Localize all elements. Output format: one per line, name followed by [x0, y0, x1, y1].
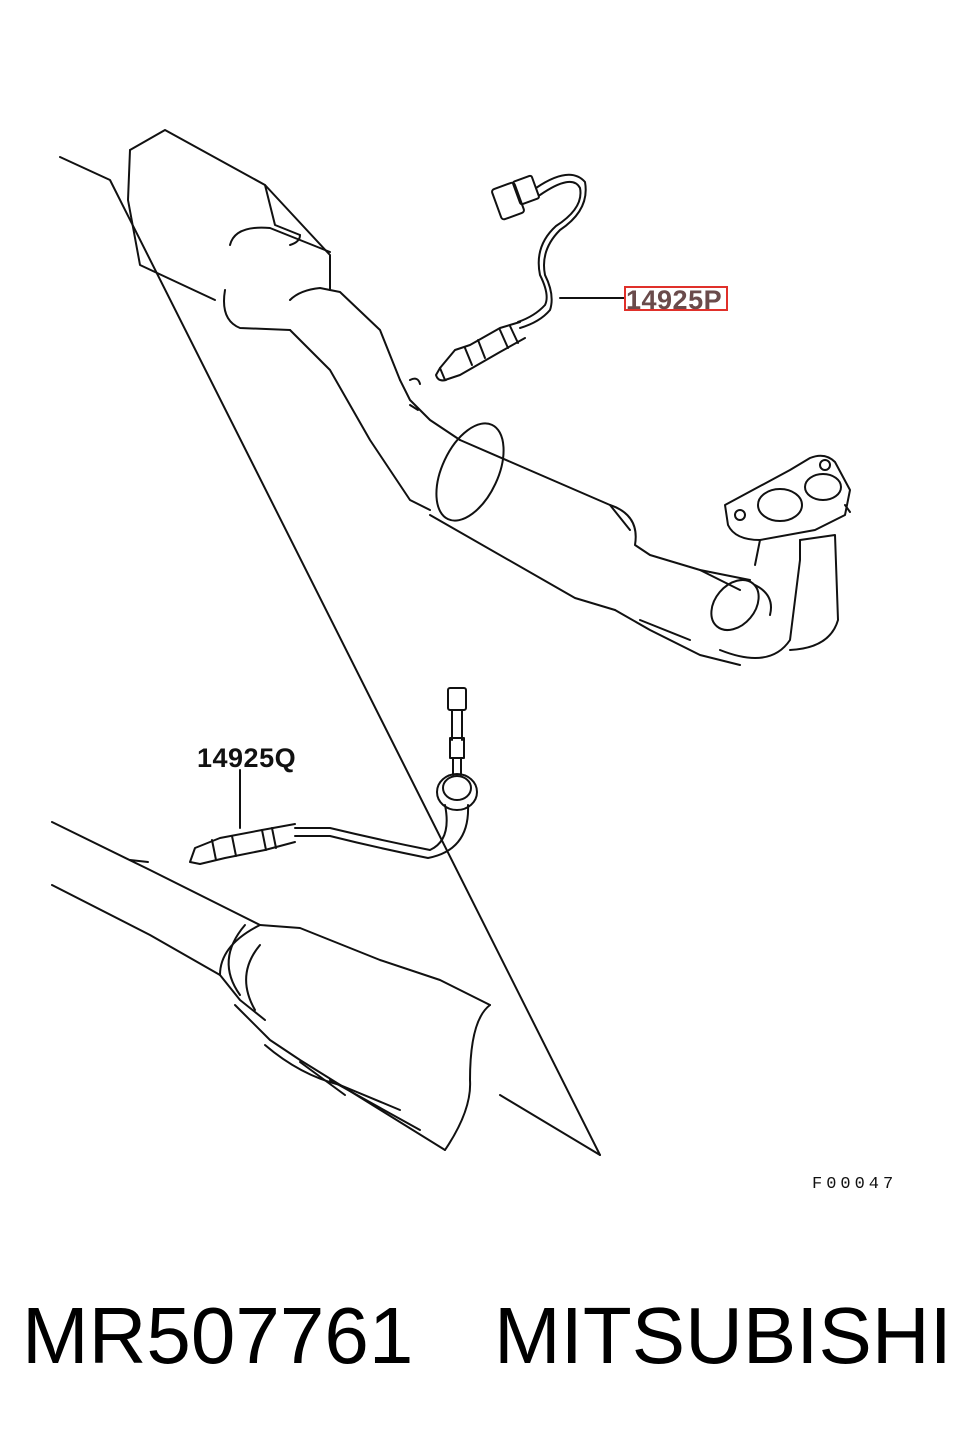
- highlight-box-14925P: [624, 286, 728, 311]
- part-number: MR507761: [22, 1291, 414, 1380]
- callout-label-14925Q: 14925Q: [197, 743, 297, 773]
- underbody-outline: [59, 156, 601, 1156]
- callout-label-14925P: 14925P: [626, 285, 723, 315]
- brand-name: MITSUBISHI: [494, 1291, 952, 1380]
- downstream-oxygen-sensor: [189, 687, 478, 865]
- exhaust-oxygen-sensor-diagram: [51, 129, 851, 1156]
- upstream-oxygen-sensor: [435, 173, 587, 382]
- rear-exhaust-pipe: [51, 821, 491, 1151]
- manifold-flange: [724, 454, 851, 566]
- front-exhaust-pipe: [127, 129, 839, 666]
- figure-code: F00047: [812, 1175, 898, 1194]
- part-info-footer: MR507761 MITSUBISHI: [0, 1290, 960, 1390]
